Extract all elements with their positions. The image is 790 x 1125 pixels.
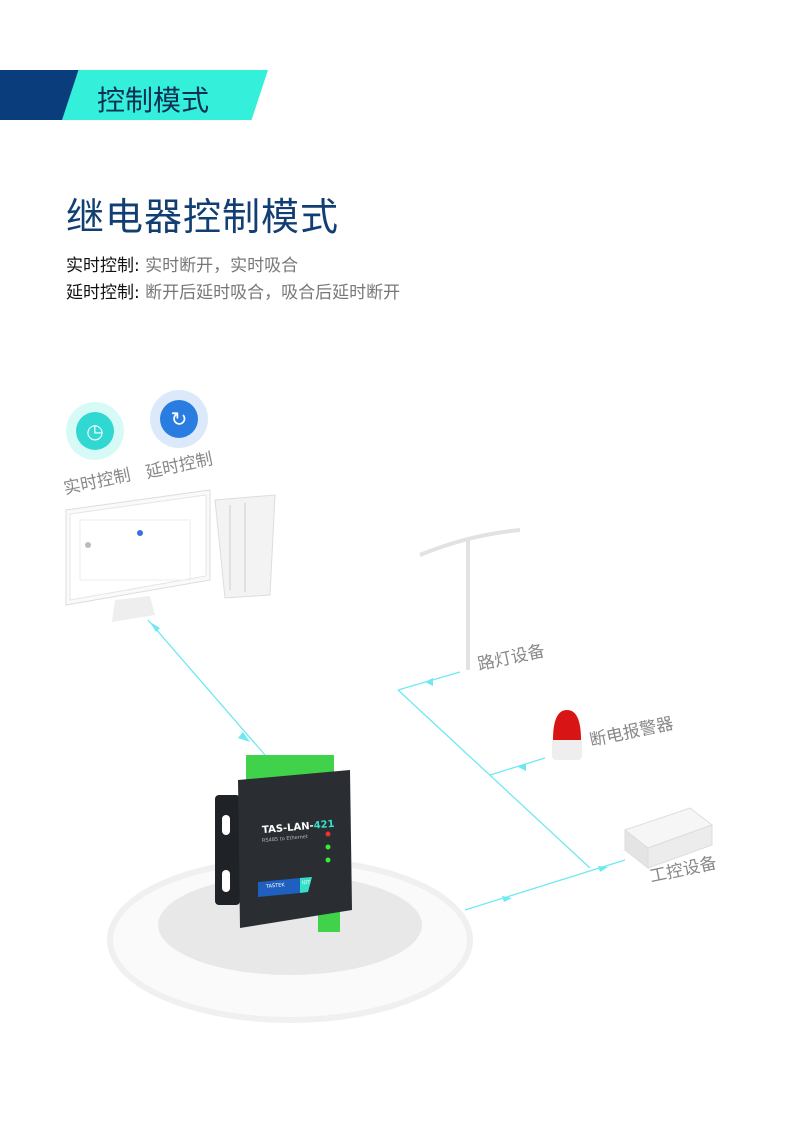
banner-teal-strip bbox=[62, 70, 268, 120]
mode-delay: 延时控制: 断开后延时吸合，吸合后延时断开 bbox=[66, 278, 400, 303]
mode-label: 延时控制: bbox=[66, 283, 140, 303]
industrial-box bbox=[623, 807, 714, 870]
realtime-control-button[interactable]: ◷ bbox=[66, 402, 124, 460]
mode-desc: 断开后延时吸合，吸合后延时断开 bbox=[145, 283, 401, 303]
timer-icon: ↻ bbox=[160, 400, 198, 438]
mode-label: 实时控制: bbox=[66, 256, 140, 276]
device bbox=[215, 755, 352, 932]
clock-icon: ◷ bbox=[76, 412, 114, 450]
page-title: 继电器控制模式 bbox=[66, 195, 340, 239]
section-banner: 控制模式 bbox=[0, 70, 270, 120]
banner-title: 控制模式 bbox=[97, 84, 210, 117]
mode-realtime: 实时控制: 实时断开，实时吸合 bbox=[66, 251, 298, 276]
alarm-light bbox=[552, 710, 582, 760]
model-suffix: 421 bbox=[313, 818, 335, 832]
device-badge: IOT bbox=[301, 879, 311, 887]
connection-lines bbox=[147, 619, 626, 911]
mode-desc: 实时断开，实时吸合 bbox=[145, 256, 299, 276]
street-light bbox=[419, 528, 521, 670]
monitor bbox=[65, 489, 276, 622]
arrow-icons bbox=[150, 622, 608, 902]
delay-control-button[interactable]: ↻ bbox=[150, 390, 208, 448]
